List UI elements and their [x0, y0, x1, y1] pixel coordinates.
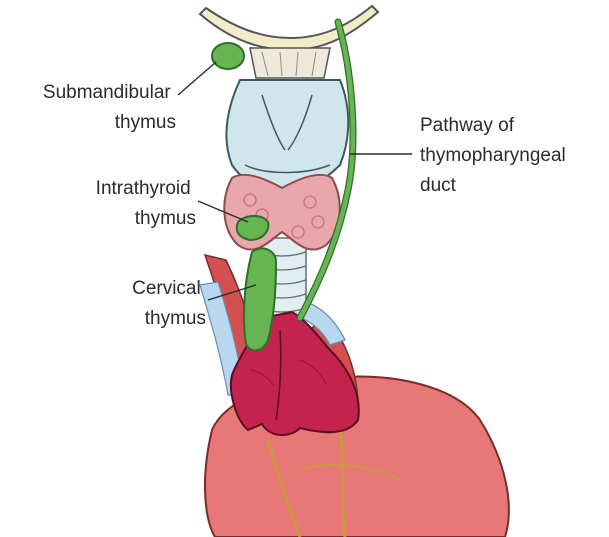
- cervical-label: Cervical thymus: [132, 278, 206, 329]
- pathway-label: Pathway of thymopharyngeal duct: [420, 115, 571, 196]
- submandibular-label: Submandibular thymus: [43, 82, 176, 133]
- intrathyroid-label: Intrathyroid thymus: [96, 178, 196, 229]
- submandibular-thymus: [212, 43, 244, 69]
- submandibular-leader: [178, 62, 216, 95]
